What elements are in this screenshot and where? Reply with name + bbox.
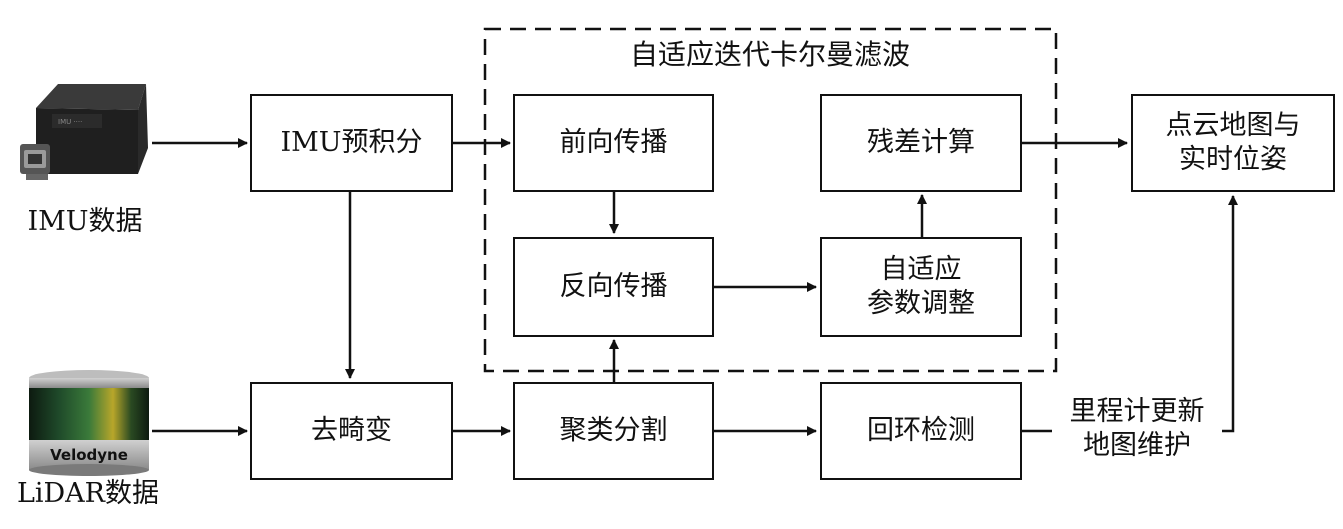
forward-propagation-box: 前向传播: [513, 94, 714, 192]
backward-propagation-label: 反向传播: [559, 271, 668, 303]
loop-closure-box: 回环检测: [820, 382, 1022, 480]
adaptive-parameter-label-line2: 参数调整: [867, 288, 975, 319]
residual-computation-box: 残差计算: [820, 94, 1022, 192]
odometry-update-label: 里程计更新 地图维护: [1052, 395, 1222, 463]
lidar-device-icon: Velodyne: [24, 366, 154, 482]
forward-propagation-label: 前向传播: [559, 127, 668, 159]
edge-label-line2: 地图维护: [1083, 429, 1191, 461]
deskew-label: 去畸变: [311, 415, 392, 447]
lidar-brand-logo: Velodyne: [50, 446, 128, 464]
kalman-filter-group-border: [483, 27, 1058, 373]
imu-data-label: IMU数据: [27, 206, 143, 237]
kalman-filter-group-title: 自适应迭代卡尔曼滤波: [629, 38, 910, 71]
map-and-pose-output-box: 点云地图与 实时位姿: [1131, 94, 1335, 192]
edge-label-line1: 里程计更新: [1069, 396, 1205, 427]
lidar-data-label: LiDAR数据: [16, 478, 160, 509]
adaptive-parameter-label-line1: 自适应: [880, 254, 962, 286]
deskew-box: 去畸变: [250, 382, 453, 480]
cluster-segmentation-box: 聚类分割: [513, 382, 714, 480]
imu-device-icon: IMU ····: [18, 78, 156, 200]
residual-computation-label: 残差计算: [867, 127, 975, 159]
imu-preintegration-label: IMU预积分: [280, 127, 423, 159]
backward-propagation-box: 反向传播: [513, 237, 714, 337]
imu-preintegration-box: IMU预积分: [250, 94, 453, 192]
adaptive-parameter-box: 自适应 参数调整: [820, 237, 1022, 337]
output-label-line2: 实时位姿: [1179, 144, 1287, 175]
svg-text:IMU ····: IMU ····: [58, 118, 82, 126]
cluster-segmentation-label: 聚类分割: [559, 415, 668, 447]
loop-closure-label: 回环检测: [867, 415, 975, 447]
output-label-line1: 点云地图与: [1165, 110, 1301, 142]
